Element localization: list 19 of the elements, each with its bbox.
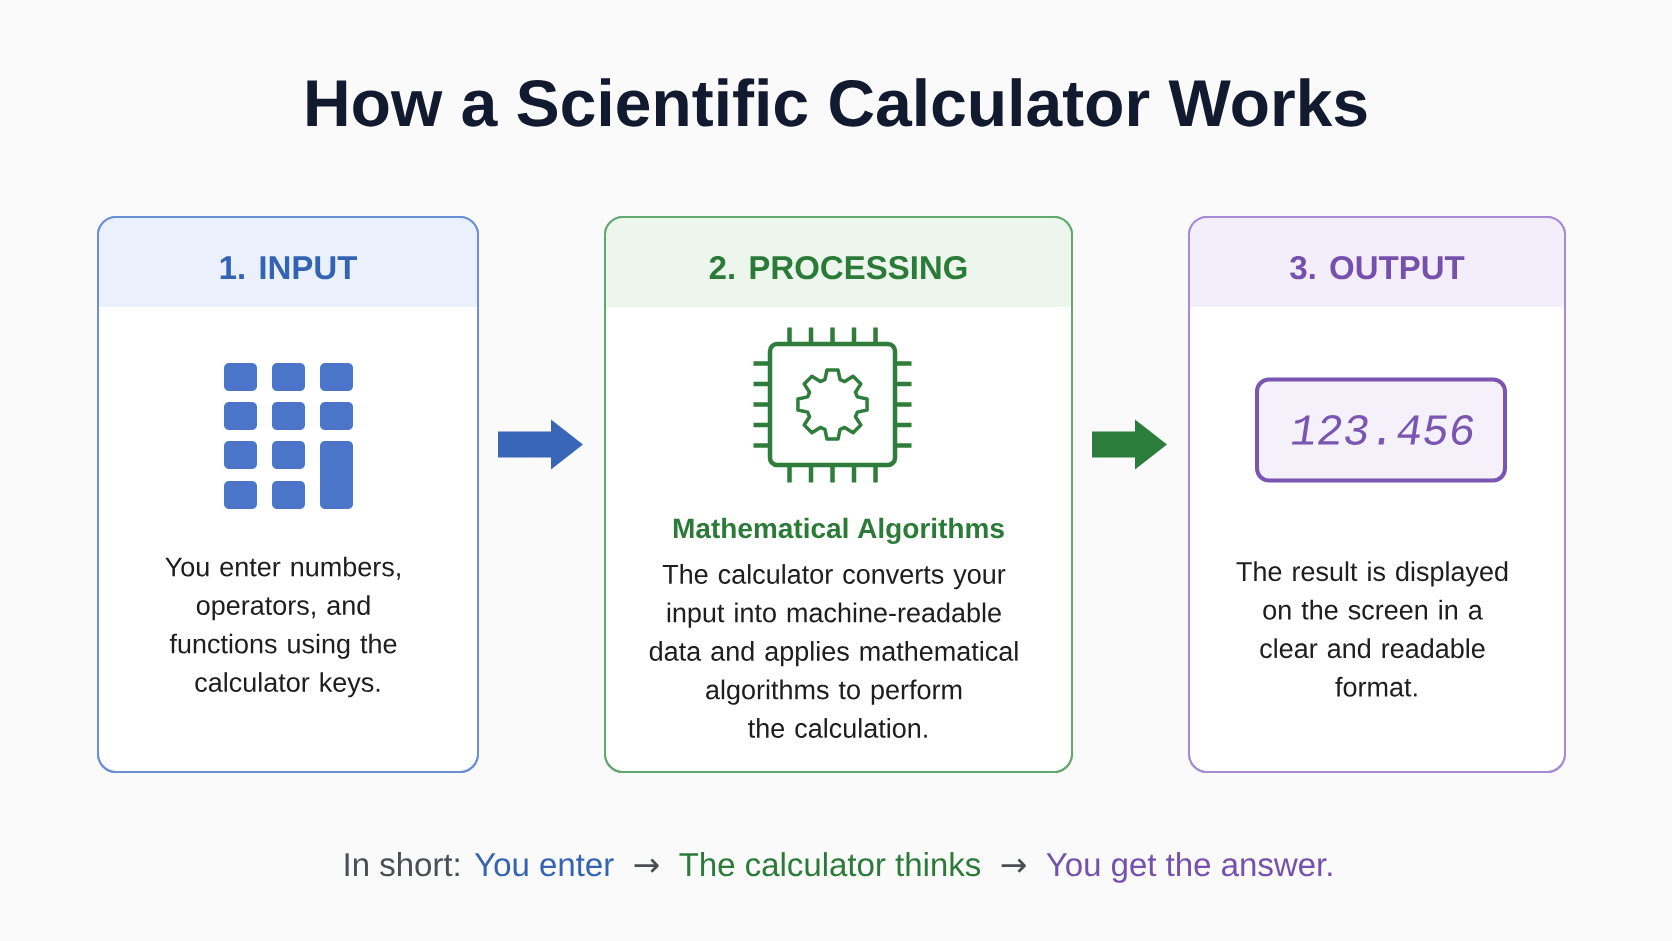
step-card bbox=[97, 216, 479, 773]
display-screen: 123.456 bbox=[1255, 377, 1507, 483]
card-text: The calculator converts your input into machine-readable data and applies mathematical algorithms to perform the calculation. bbox=[649, 564, 1018, 738]
arrow-glyph: → bbox=[1001, 858, 1026, 873]
summary-phrase: You enter bbox=[474, 853, 614, 877]
arrow-glyph: → bbox=[634, 858, 659, 873]
card-subheading: Mathematical Algorithms bbox=[673, 517, 1004, 544]
lead-text: In short: bbox=[345, 852, 459, 877]
card-heading: 2. PROCESSING bbox=[709, 255, 967, 280]
arrow bbox=[498, 419, 583, 470]
arrow bbox=[1092, 419, 1167, 470]
card-heading: 3. OUTPUT bbox=[1290, 255, 1465, 280]
title: How a Scientific Calculator Works bbox=[307, 78, 1367, 127]
summary-phrase: You get the answer. bbox=[1046, 852, 1332, 883]
card-heading: 1. INPUT bbox=[220, 256, 357, 280]
card-text: You enter numbers, operators, and functions using the calculator keys. bbox=[165, 556, 400, 698]
summary-phrase: The calculator thinks bbox=[679, 852, 981, 877]
step-card bbox=[604, 216, 1073, 773]
card-text: The result is displayed on the screen in a clear and readable format. bbox=[1236, 561, 1508, 697]
